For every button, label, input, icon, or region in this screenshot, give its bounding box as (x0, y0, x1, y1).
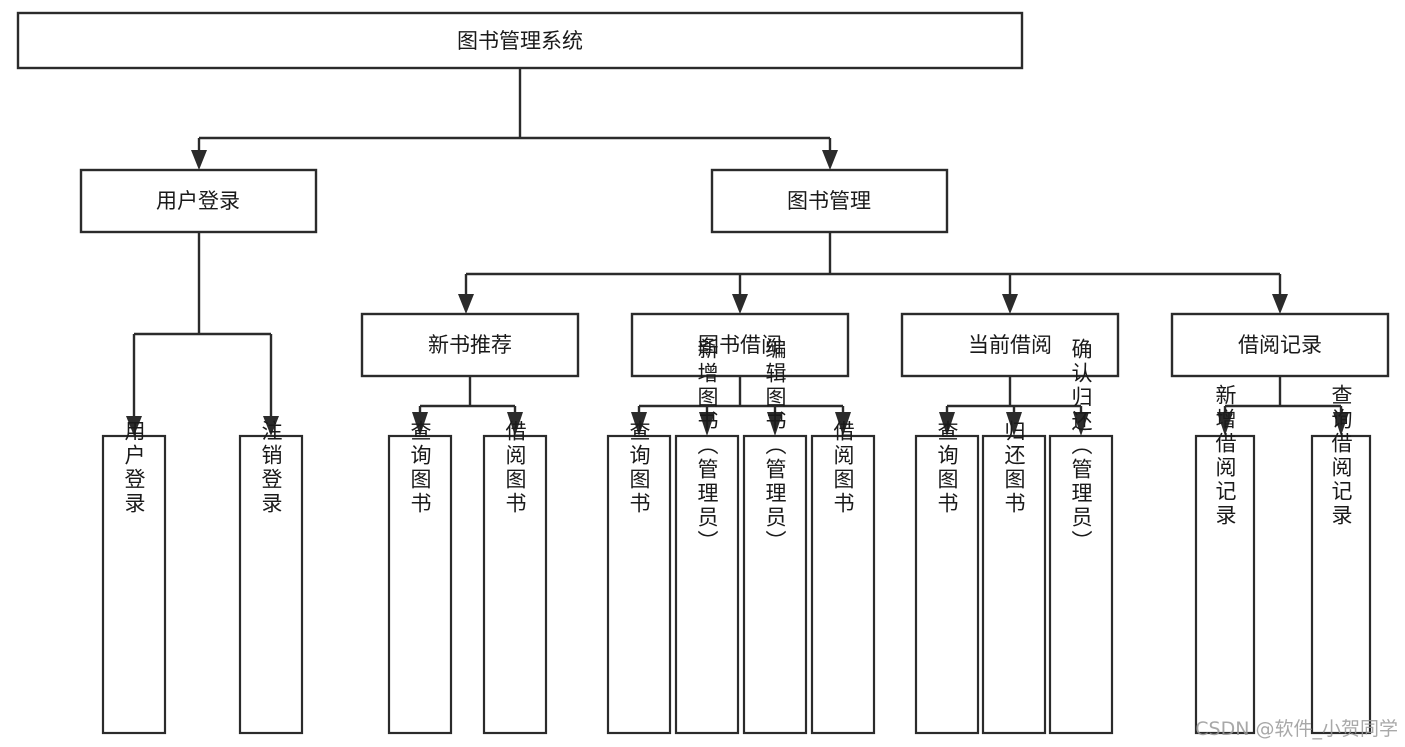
leaf-edit-book-label: 编辑图书（管理员） (763, 338, 787, 554)
leaf-query-record-box[interactable] (1310, 434, 1372, 735)
edges-borrow-record-to-leaves (1217, 376, 1349, 436)
leaf-add-book-box[interactable] (674, 434, 740, 735)
leaf-return-book-box[interactable] (981, 434, 1047, 735)
arrow-head-book-borrow (732, 294, 748, 314)
leaf-confirm-return-box[interactable] (1048, 434, 1114, 735)
csdn-watermark: CSDN @软件_小贺同学 (1195, 718, 1398, 740)
node-new-book-recommend[interactable]: 新书推荐 (360, 312, 580, 378)
node-user-login-label: 用户登录 (156, 189, 240, 213)
arrow-head-new-book-recommend (458, 294, 474, 314)
node-book-borrow-label: 图书借阅 (698, 333, 782, 357)
arrow-head-current-borrow (1002, 294, 1018, 314)
leaf-query-book-1-label: 查询图书 (408, 420, 432, 516)
leaf-logout-login-box[interactable] (238, 434, 304, 735)
node-borrow-record[interactable]: 借阅记录 (1170, 312, 1390, 378)
node-new-book-recommend-box[interactable] (360, 312, 580, 378)
arrow-head-leaf-query-record (1333, 412, 1349, 436)
leaf-return-book-label: 归还图书 (1002, 420, 1026, 516)
leaf-query-book-1-box[interactable] (387, 434, 453, 735)
leaf-confirm-return[interactable]: 确认归还（管理员） (1048, 338, 1114, 735)
node-borrow-record-label: 借阅记录 (1238, 333, 1322, 357)
arrow-head-leaf-confirm-return (1073, 412, 1089, 436)
leaf-borrow-book-2[interactable]: 借阅图书 (810, 420, 876, 735)
leaf-user-login-box[interactable] (101, 434, 167, 735)
arrow-head-leaf-query-book-1 (412, 412, 428, 436)
arrow-head-borrow-record (1272, 294, 1288, 314)
leaf-user-login-label: 用户登录 (122, 420, 146, 516)
arrow-head-leaf-add-book (699, 412, 715, 436)
arrow-head-leaf-edit-book (767, 412, 783, 436)
arrow-head-leaf-borrow-book-2 (835, 412, 851, 436)
leaf-add-record-label: 新增借阅记录 (1213, 384, 1237, 528)
arrow-head-leaf-query-book-3 (939, 412, 955, 436)
leaf-borrow-book-1-box[interactable] (482, 434, 548, 735)
node-borrow-record-box[interactable] (1170, 312, 1390, 378)
node-user-login-box[interactable] (79, 168, 318, 234)
leaf-query-record-label: 查询借阅记录 (1329, 384, 1353, 528)
arrow-head-book-management (822, 150, 838, 170)
arrow-head-user-login (191, 150, 207, 170)
node-user-login[interactable]: 用户登录 (79, 168, 318, 234)
edges-user-login-to-leaves (126, 232, 279, 436)
node-current-borrow-box[interactable] (900, 312, 1120, 378)
leaf-query-book-2-box[interactable] (606, 434, 672, 735)
edges-root-to-level2 (191, 68, 838, 170)
edges-current-borrow-to-leaves (939, 376, 1089, 436)
node-book-management-label: 图书管理 (787, 189, 871, 213)
arrow-head-leaf-borrow-book-1 (507, 412, 523, 436)
node-root-title-label: 图书管理系统 (457, 29, 583, 53)
leaf-query-book-3-label: 查询图书 (935, 420, 959, 516)
leaf-add-book[interactable]: 新增图书（管理员） (674, 338, 740, 735)
leaf-logout-login[interactable]: 注销登录 (238, 420, 304, 735)
edges-book-borrow-to-leaves (631, 376, 851, 436)
node-book-management-box[interactable] (710, 168, 949, 234)
node-root-title[interactable]: 图书管理系统 (16, 11, 1024, 70)
leaf-logout-login-label: 注销登录 (259, 420, 283, 516)
leaf-return-book[interactable]: 归还图书 (981, 420, 1047, 735)
leaf-query-book-1[interactable]: 查询图书 (387, 420, 453, 735)
node-book-borrow-box[interactable] (630, 312, 850, 378)
node-book-management[interactable]: 图书管理 (710, 168, 949, 234)
leaf-add-book-label: 新增图书（管理员） (695, 338, 719, 554)
leaf-user-login[interactable]: 用户登录 (101, 420, 167, 735)
node-book-borrow[interactable]: 图书借阅 (630, 312, 850, 378)
node-root-title-box[interactable] (16, 11, 1024, 70)
node-new-book-recommend-label: 新书推荐 (428, 333, 512, 357)
leaf-borrow-book-1-label: 借阅图书 (503, 420, 527, 516)
arrow-head-leaf-return-book (1006, 412, 1022, 436)
leaf-query-book-3[interactable]: 查询图书 (914, 420, 980, 735)
arrow-head-leaf-logout-login (263, 416, 279, 436)
edges-new-book-recommend-to-leaves (412, 376, 523, 436)
leaf-borrow-book-2-box[interactable] (810, 434, 876, 735)
leaf-add-record[interactable]: 新增借阅记录 (1194, 384, 1256, 735)
node-current-borrow-label: 当前借阅 (968, 333, 1052, 357)
leaf-edit-book[interactable]: 编辑图书（管理员） (742, 338, 808, 735)
leaf-borrow-book-2-label: 借阅图书 (831, 420, 855, 516)
leaf-add-record-box[interactable] (1194, 434, 1256, 735)
arrow-head-leaf-query-book-2 (631, 412, 647, 436)
node-current-borrow[interactable]: 当前借阅 (900, 312, 1120, 378)
leaf-query-book-2-label: 查询图书 (627, 420, 651, 516)
arrow-head-leaf-add-record (1217, 412, 1233, 436)
leaf-query-book-2[interactable]: 查询图书 (606, 420, 672, 735)
edges-book-management-to-level3 (458, 232, 1288, 314)
leaf-query-book-3-box[interactable] (914, 434, 980, 735)
leaf-query-record[interactable]: 查询借阅记录 (1310, 384, 1372, 735)
arrow-head-leaf-user-login (126, 416, 142, 436)
leaf-edit-book-box[interactable] (742, 434, 808, 735)
leaf-confirm-return-label: 确认归还（管理员） (1069, 338, 1093, 554)
leaf-borrow-book-1[interactable]: 借阅图书 (482, 420, 548, 735)
